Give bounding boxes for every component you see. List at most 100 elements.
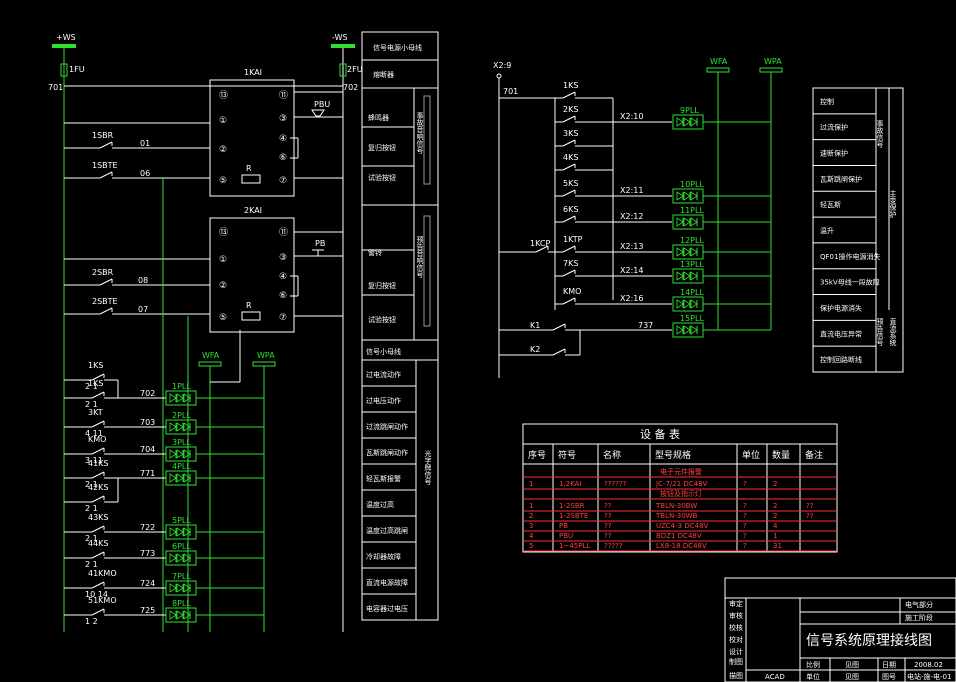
left-wire-number: 771 [140,469,155,478]
lamp-label: 1PLL [172,382,191,391]
right-lamp-label: 12PLL [680,236,704,245]
indicator-lamp-icon [165,470,197,486]
left-supply: +WS -WS 1FU 2FU 701 702 [48,33,363,632]
right-circuit: X2:9 701 WFA WPA K1 K2 737 1KCP [493,57,783,378]
mid-g1-1: 复归按钮 [368,143,396,152]
drawing-title: 信号系统原理接线图 [806,632,932,649]
relay1-pin-5: ⑤ [219,176,227,186]
title-block-label: 设计 [729,647,743,656]
table-cell: 1-2SBTE [559,512,588,520]
mid-g2-2: 试验按钮 [368,315,396,324]
left-contact-pins: 10 14 [85,590,108,599]
x2-9-label: X2:9 [493,61,511,70]
wire-08: 08 [138,276,148,285]
mid-g3-row: 电容器过电压 [366,604,408,613]
tb-unit-label: 单位 [806,672,820,681]
equipment-table: 设 备 表 序号符号名称型号规格单位数量备注 电子元件报警 按钮及指示灯 [522,423,838,553]
neg-bus-label: -WS [332,33,348,42]
right-strip-row: 保护电源消失 [820,303,862,312]
mid-g1-0: 蜂鸣器 [368,113,389,122]
left-contact-pins: 2 1 [85,480,98,489]
mid-top-1: 熔断器 [373,70,394,79]
table-cell: ?? [604,512,612,520]
right-strip-row: QF01操作电源消失 [820,252,880,261]
relay1-inputs: 1SBR 01 1SBTE 06 [64,91,343,179]
table-cell: BDZ1 DC48V [656,532,702,540]
lamp-label: 5PLL [172,516,191,525]
table-cell: PBU [559,532,573,540]
indicator-lamp-icon [165,550,197,566]
left-contact [83,495,113,503]
left-contact-label: 3KT [88,408,103,417]
indicator-lamp-icon [165,446,197,462]
title-block-label: 审核 [729,611,743,620]
table-header: 型号规格 [655,449,691,461]
title-block-label: 审定 [729,599,743,608]
table-cell: ?? [806,502,814,510]
left-contact-pins: 2 1 [85,504,98,513]
relay1-resistor [241,174,261,184]
relay2-pin-7: ⑦ [279,313,287,323]
left-contact [83,608,113,616]
terminal-label: X2:10 [620,112,643,121]
wfa-bus-label: WFA [202,351,220,360]
right-strip-row: 直流电压异常 [820,329,862,338]
mid-strip: 信号电源小母线 熔断器 蜂鸣器 复归按钮 试验按钮 警铃 复归按钮 试验按钮 信… [361,31,439,621]
tb-date-value: 2008.02 [914,661,943,669]
table-cell: 4 [773,522,778,530]
indicator-lamp-icon [165,580,197,596]
relay-1kai: 1KAI ⑬ ① ② ⑤ ⑪ ③ ④ ⑥ ⑦ R PBU [209,68,343,197]
right-contact-label: 7KS [563,259,578,268]
left-contact-label: KMO [88,435,106,444]
relay2-pin-4: ④ [279,272,287,282]
left-contact-label: 42KS [88,483,109,492]
table-cell: ? [743,502,747,510]
mid-g2-1: 复归按钮 [368,281,396,290]
right-contact [554,163,584,171]
terminal-label: X2:16 [620,294,643,303]
left-wire-number: 724 [140,579,155,588]
lamp-label: 3PLL [172,438,191,447]
relay2-pin-3: ③ [279,253,287,263]
table-cell: ? [743,522,747,530]
left-wire-number: 703 [140,418,155,427]
tb-unit-value: 见图 [845,673,859,681]
table-cell: TBLN-30WB [655,512,698,520]
terminal-label: X2:11 [620,186,643,195]
table-header: 单位 [742,449,760,461]
left-contact-pins: 2 1 [85,382,98,391]
right-side-4: 直流系统 [889,317,897,347]
indicator-lamp-icon [672,296,704,312]
relay1-pin-4: ④ [279,134,287,144]
left-contact-label: 43KS [88,513,109,522]
mid-g3-row: 温度过高 [366,500,394,509]
table-cell: LX8-18 DC48V [656,542,707,550]
terminal-label: X2:13 [620,242,643,251]
table-cell: ? [743,512,747,520]
lamp-label: 7PLL [172,572,191,581]
table-cell: ? [743,480,747,488]
table-cell: 3 [529,522,533,530]
table-cell: ????? [604,542,623,550]
indicator-lamp-icon [672,114,704,130]
left-contact-label: 1KS [88,361,103,370]
right-strip-row: 过流保护 [820,123,848,132]
left-contact-pins: 1 2 [85,617,98,626]
button-1sbr-label: 1SBR [92,131,114,140]
contact-k2-label: K2 [530,345,540,354]
tb-date-label: 日期 [882,661,896,669]
right-strip-row: 35kV母线一段故障 [820,278,880,287]
mid-strip-rows: 过电流动作过电压动作过流跳闸动作瓦斯跳闸动作轻瓦斯报警温度过高温度过高跳闸冷却器… [362,370,416,613]
right-contact-label: KMO [563,287,581,296]
left-contact-pins: 2 1 [85,560,98,569]
relay1-name: 1KAI [244,68,262,77]
right-contact-rows: 1KS2KSX2:109PLL3KS4KS5KSX2:1110PLL6KSX2:… [554,81,771,338]
left-contact-label: 41KS [88,459,109,468]
right-contact [554,91,584,99]
mid-header: 信号小母线 [366,347,401,356]
table-cell: 5 [529,542,533,550]
left-wire-number: 702 [140,389,155,398]
left-wire-number: 722 [140,523,155,532]
lamp-label: 4PLL [172,462,191,471]
